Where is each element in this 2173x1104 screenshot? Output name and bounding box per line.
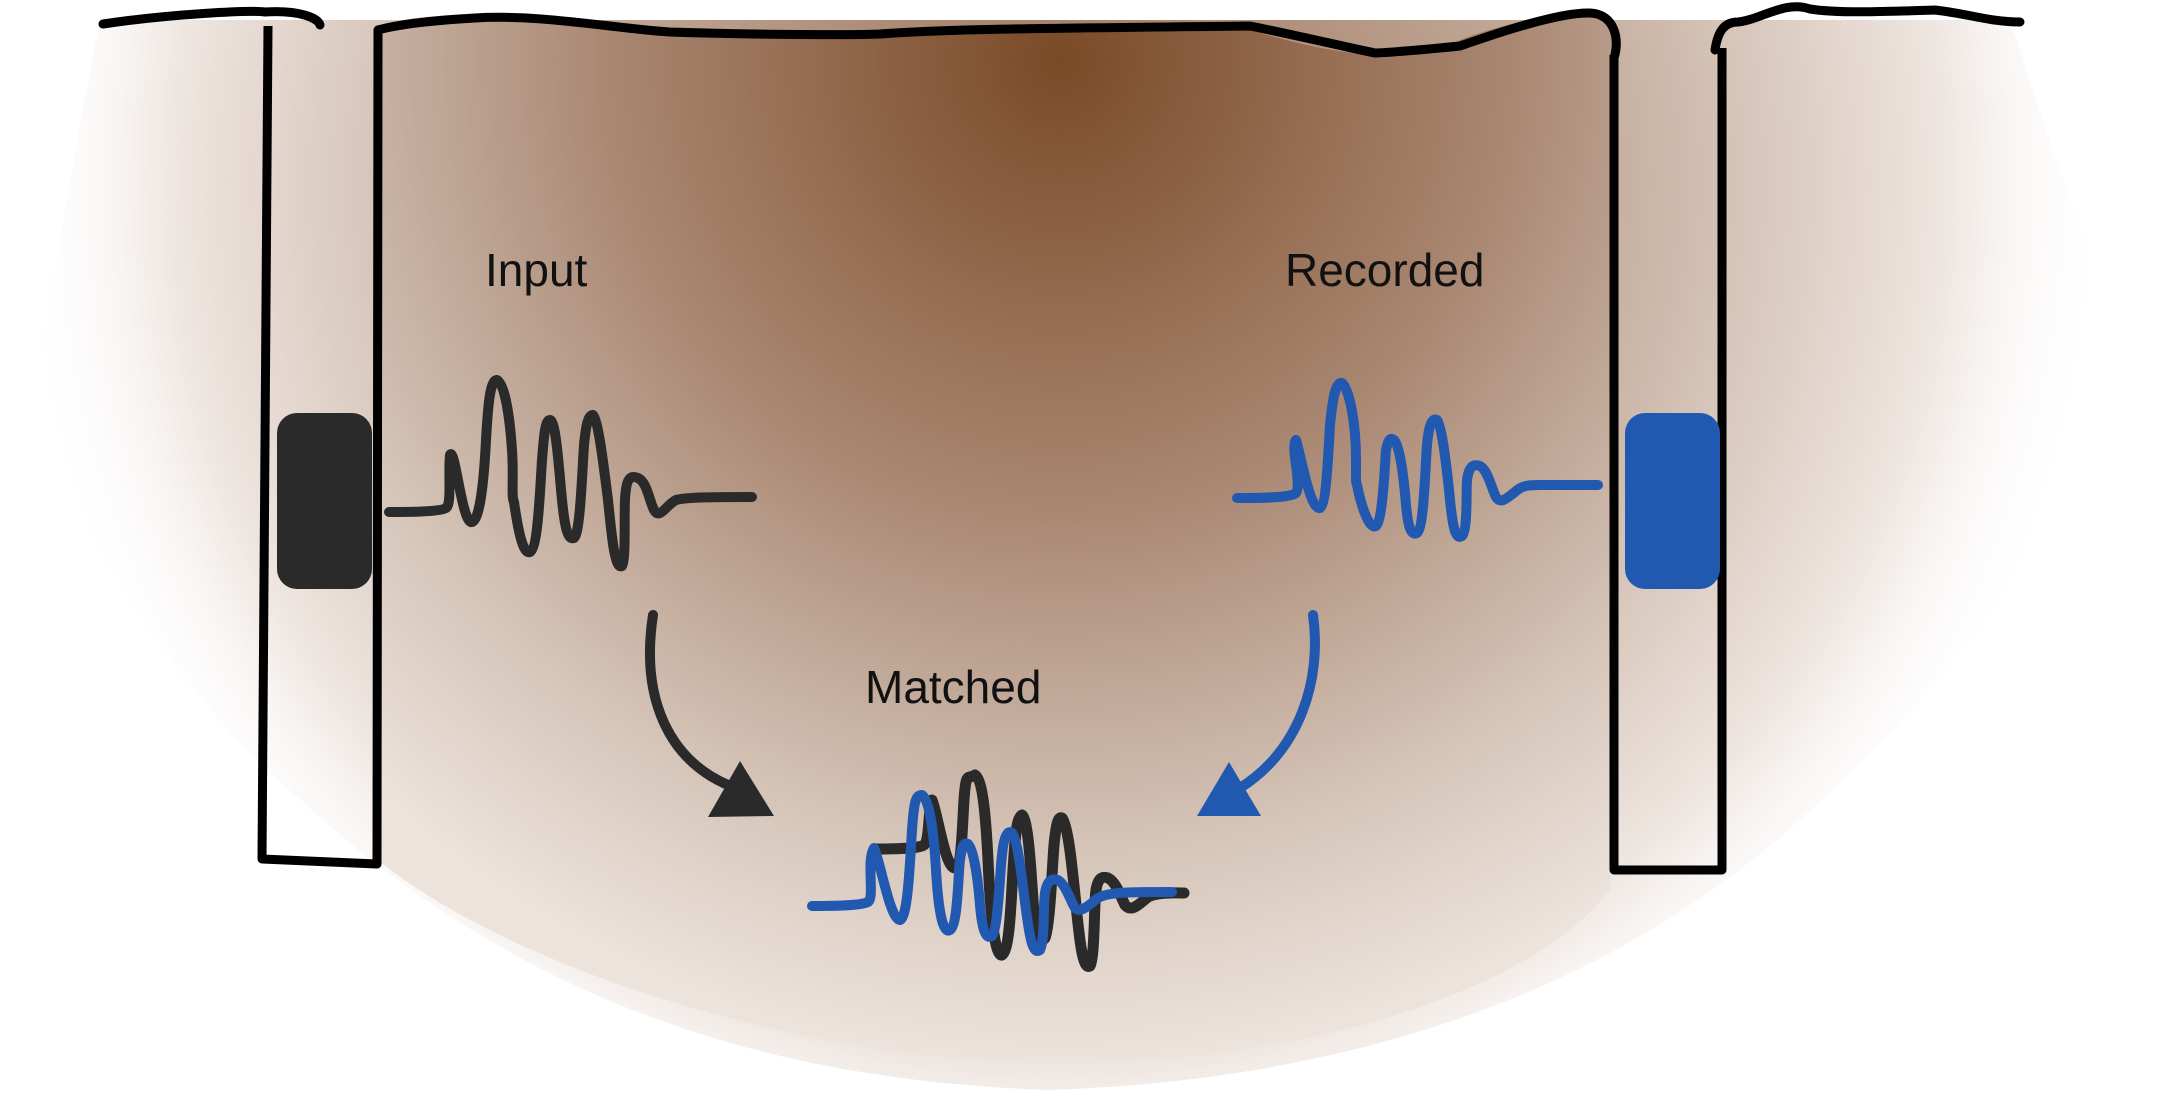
medium-surface-line: [373, 8, 1621, 63]
left-surface-line: [98, 7, 325, 30]
recorded-arrowhead-icon: [1197, 762, 1261, 816]
recorded-to-matched-arrow: [1235, 610, 1320, 793]
recorded-label: Recorded: [1285, 244, 1484, 296]
input-waveform: [384, 375, 757, 572]
right-surface-line: [1710, 2, 2025, 55]
right-transducer-frame: [1609, 48, 1727, 875]
input-arrowhead-icon: [708, 761, 774, 817]
input-label: Input: [485, 244, 588, 296]
left-transducer-icon: [277, 413, 372, 589]
left-transducer-frame: [257, 25, 383, 869]
matched-recorded-waveform: [807, 790, 1177, 956]
input-to-matched-arrow: [645, 610, 733, 790]
right-transducer-icon: [1625, 413, 1720, 589]
recorded-waveform: [1232, 378, 1603, 542]
tissue-medium: [378, 12, 1613, 1064]
matched-label: Matched: [865, 661, 1041, 713]
